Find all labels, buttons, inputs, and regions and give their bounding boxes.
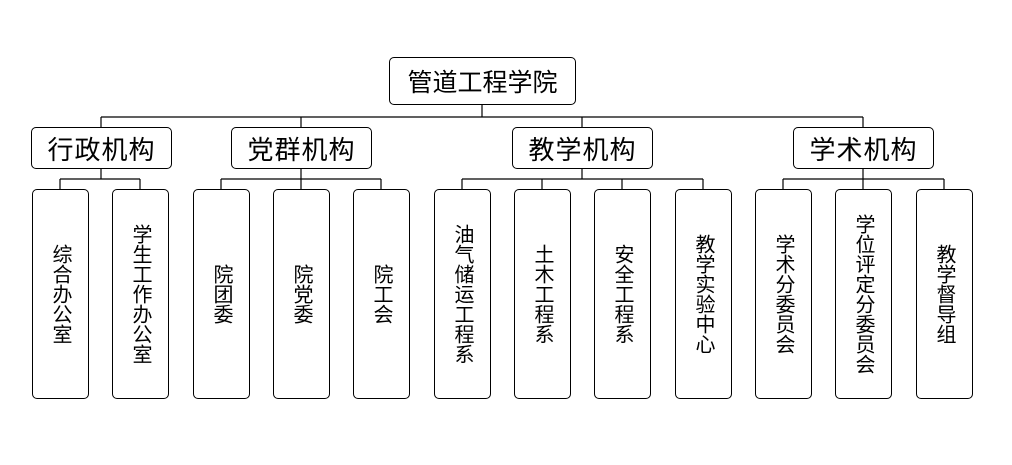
leaf-node: 油气储运工程系 (434, 189, 491, 399)
leaf-label: 学术分委员会 (772, 234, 796, 354)
branch-label: 学术机构 (809, 135, 918, 166)
leaf-label: 教学督导组 (933, 244, 957, 344)
leaf-label: 综合办公室 (49, 244, 73, 344)
leaf-label: 油气储运工程系 (451, 224, 475, 364)
leaf-node: 院工会 (353, 189, 410, 399)
leaf-node: 安全工程系 (594, 189, 651, 399)
branch-node-teaching: 教学机构 (512, 127, 653, 169)
branch-label: 党群机构 (247, 135, 356, 166)
leaf-node: 教学督导组 (916, 189, 973, 399)
branch-label: 教学机构 (528, 135, 637, 166)
leaf-label: 学生工作办公室 (129, 224, 153, 364)
branch-node-admin: 行政机构 (31, 127, 172, 169)
leaf-node: 土木工程系 (514, 189, 571, 399)
leaf-label: 学位评定分委员会 (852, 214, 876, 374)
leaf-node: 综合办公室 (32, 189, 89, 399)
leaf-node: 学术分委员会 (755, 189, 812, 399)
root-node: 管道工程学院 (389, 57, 576, 105)
leaf-node: 院党委 (273, 189, 330, 399)
leaf-node: 院团委 (193, 189, 250, 399)
leaf-label: 教学实验中心 (692, 234, 716, 354)
leaf-label: 院党委 (290, 264, 314, 324)
leaf-node: 教学实验中心 (675, 189, 732, 399)
branch-node-party: 党群机构 (231, 127, 372, 169)
leaf-label: 院团委 (210, 264, 234, 324)
leaf-label: 院工会 (370, 264, 394, 324)
leaf-node: 学位评定分委员会 (835, 189, 892, 399)
branch-node-academic: 学术机构 (793, 127, 934, 169)
leaf-label: 安全工程系 (611, 244, 635, 344)
root-label: 管道工程学院 (407, 68, 558, 97)
leaf-label: 土木工程系 (531, 244, 555, 344)
branch-label: 行政机构 (47, 135, 156, 166)
leaf-node: 学生工作办公室 (112, 189, 169, 399)
